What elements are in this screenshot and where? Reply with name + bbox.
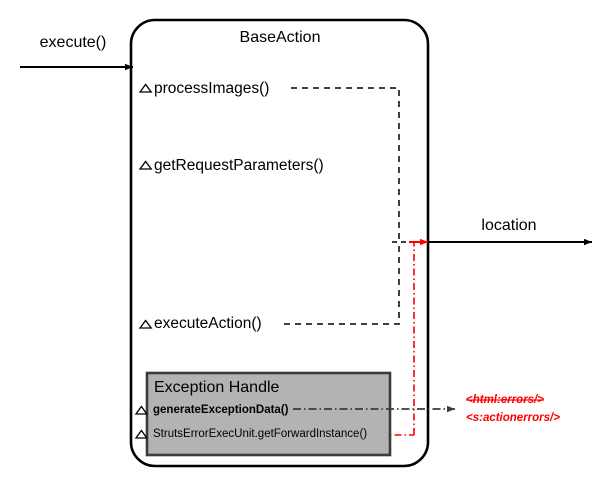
triangle-icon xyxy=(138,319,153,329)
exception-method-label-generate-exception-data: generateExceptionData() xyxy=(153,404,289,416)
page-title: BaseAction xyxy=(240,29,321,46)
method-label-execute-action: executeAction() xyxy=(154,315,262,332)
execute-action-flow-line xyxy=(284,242,400,325)
execute-label: execute() xyxy=(40,34,107,51)
triangle-icon xyxy=(134,429,149,439)
process-images-flow-line xyxy=(291,87,400,242)
method-label-get-request-parameters: getRequestParameters() xyxy=(154,157,324,174)
location-label: location xyxy=(481,217,536,234)
exception-handle-box xyxy=(145,371,392,457)
annotation-html-errors: <html:errors/> xyxy=(466,394,544,406)
triangle-icon xyxy=(138,83,153,93)
method-label-process-images: processImages() xyxy=(154,80,269,97)
triangle-icon xyxy=(138,160,153,170)
exception-method-label-get-forward-instance: StrutsErrorExecUnit.getForwardInstance() xyxy=(153,428,367,440)
annotation-actionerrors: <s:actionerrors/> xyxy=(466,412,560,424)
triangle-icon xyxy=(134,405,149,415)
exception-handle-title: Exception Handle xyxy=(154,379,280,396)
